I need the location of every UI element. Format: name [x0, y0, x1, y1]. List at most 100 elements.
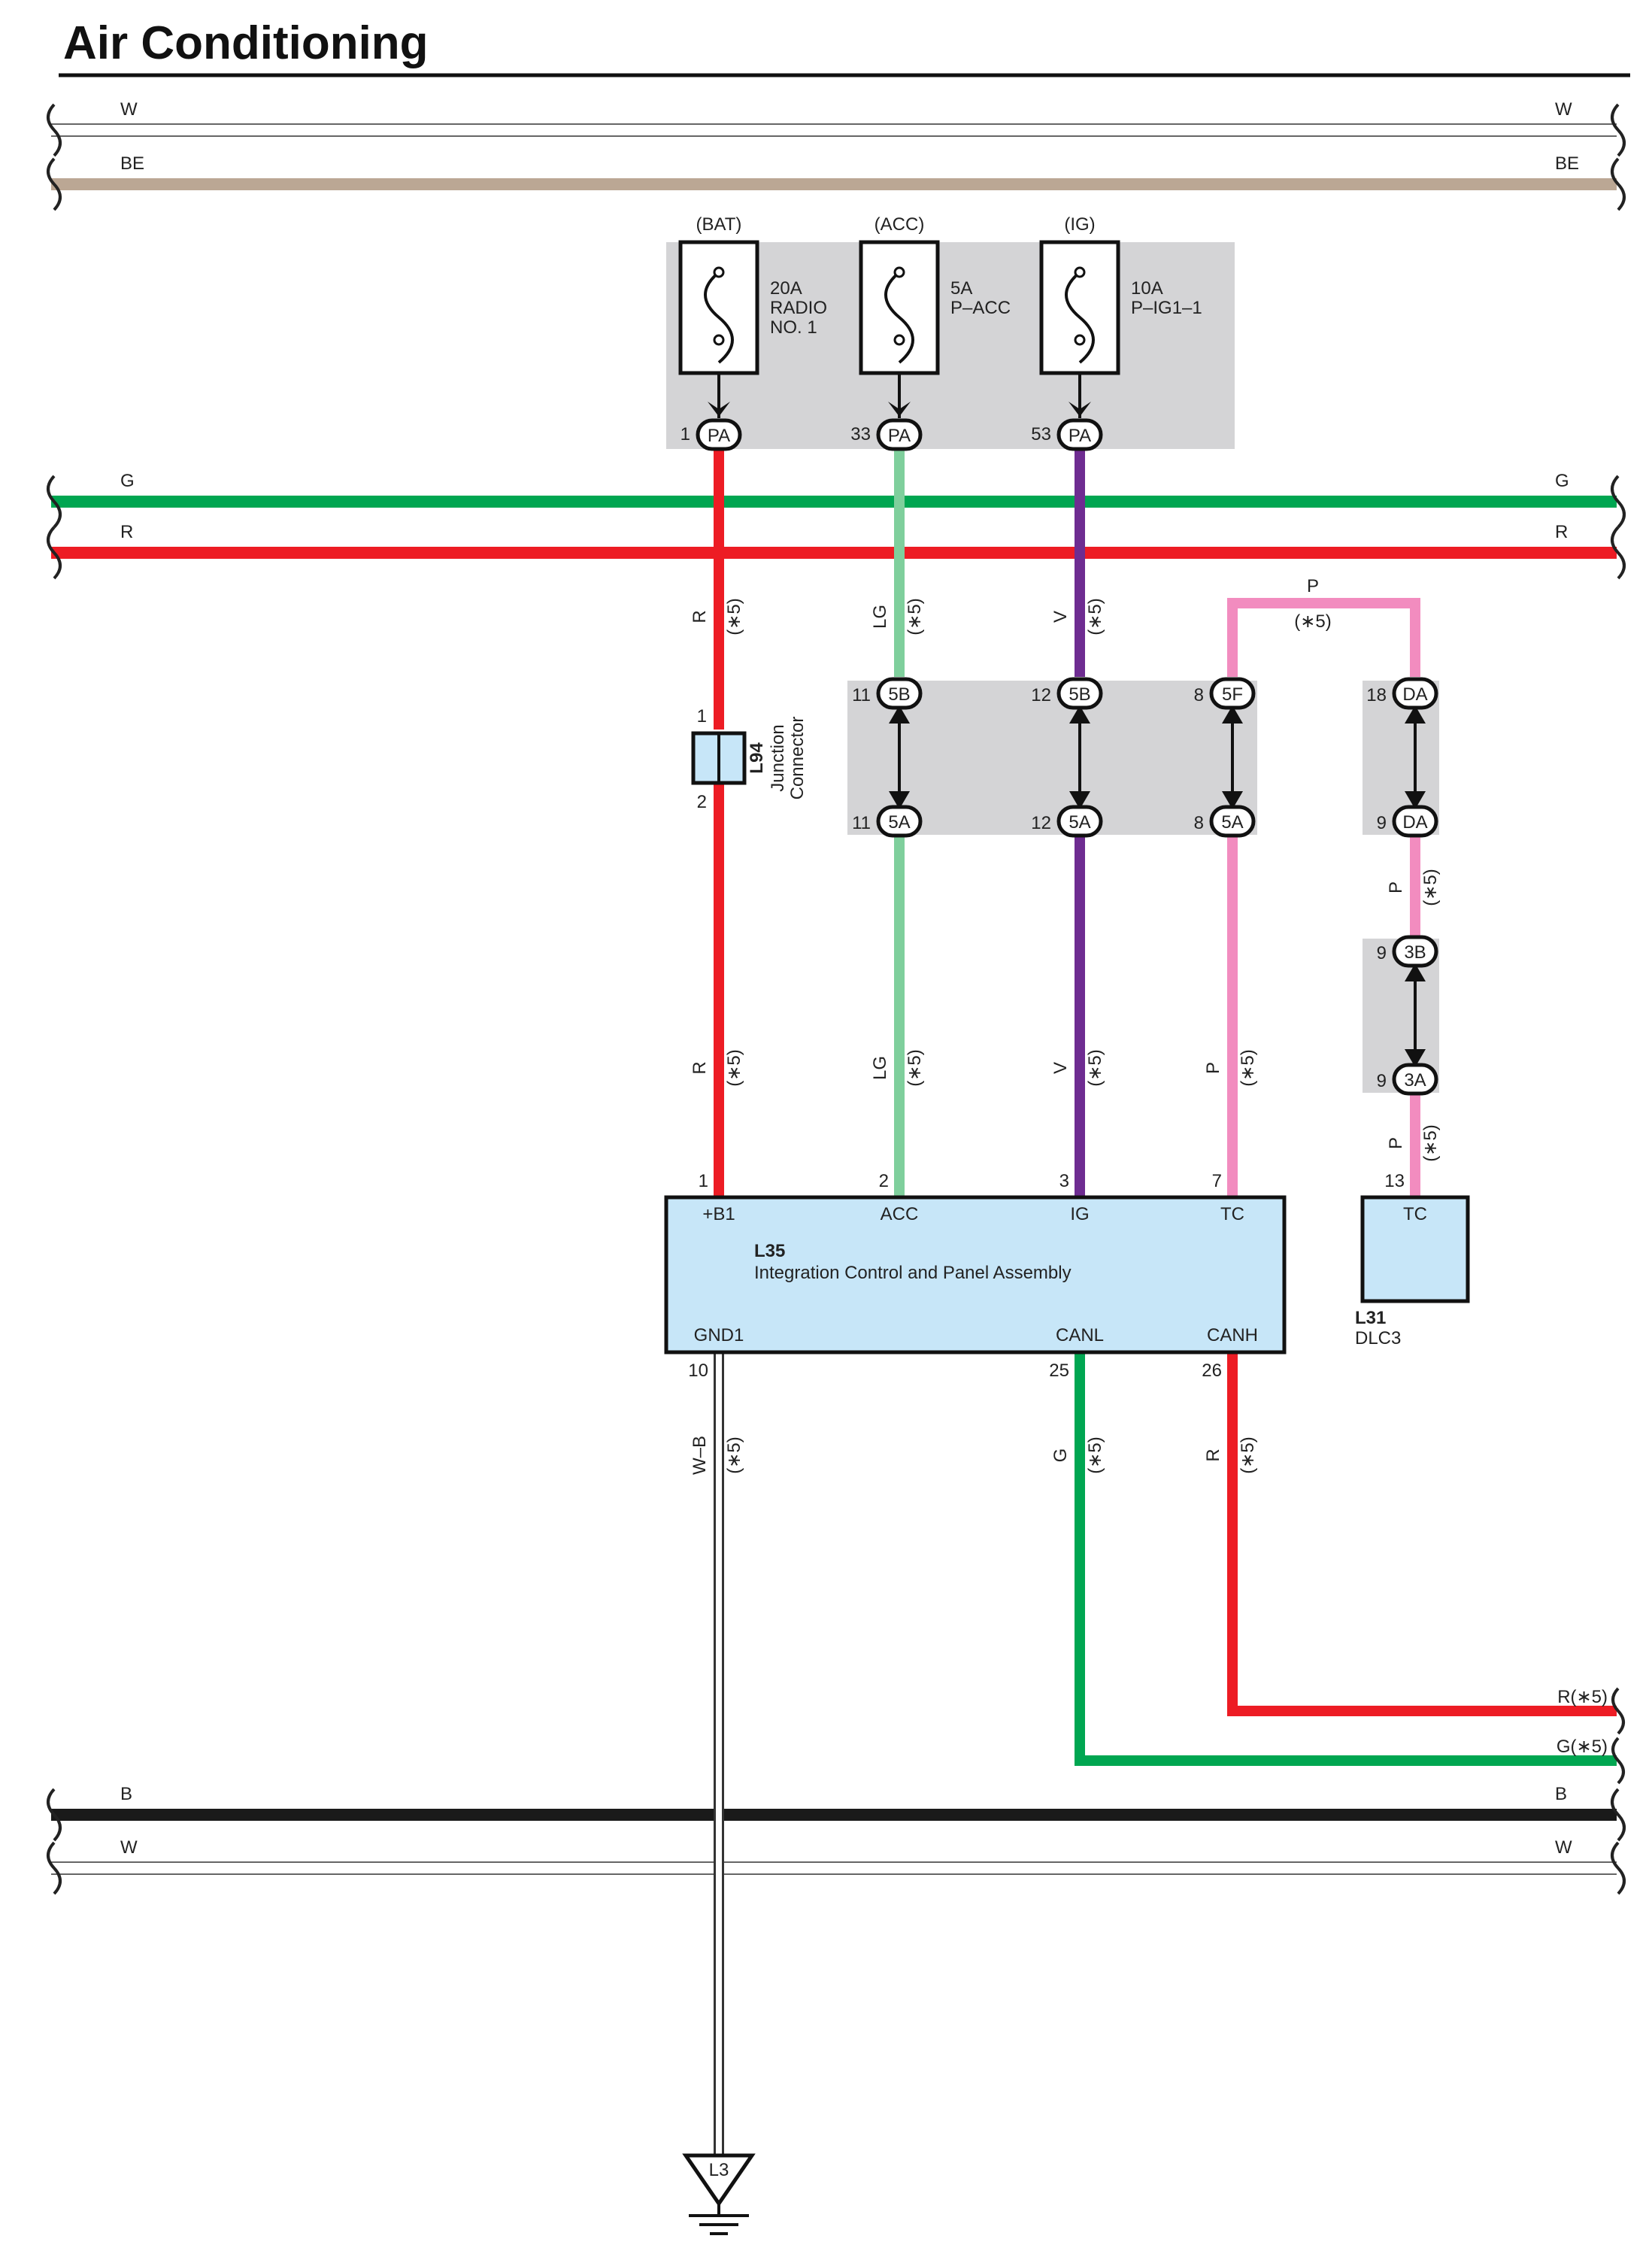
fuse-2-name-1: P–IG1–1 — [1131, 298, 1202, 318]
l35-pin-3-name: IG — [1070, 1204, 1089, 1224]
da-arrow-head-down — [1405, 791, 1426, 809]
label-lg-mid-note: (∗5) — [905, 1049, 925, 1086]
l94-name-2: Connector — [787, 717, 808, 800]
wire-p-loop — [1227, 598, 1420, 677]
fuse-block — [666, 242, 1235, 449]
l94-name-1: Junction — [768, 724, 788, 791]
l35-pin-26-num: 26 — [1202, 1361, 1222, 1381]
j5-2-bottom-label: 5A — [1221, 812, 1243, 833]
bus-top-3-label-right: R — [1555, 522, 1568, 542]
label-lg-mid-color: LG — [870, 1056, 890, 1080]
ground-triangle — [682, 2153, 756, 2207]
fuse-0-rating: 20A — [770, 278, 802, 299]
j5-1-bottom — [1056, 805, 1103, 838]
j5-2-pin-top: 8 — [1194, 685, 1204, 705]
l35-pin-10-name: GND1 — [694, 1325, 744, 1345]
fuse-2-rating: 10A — [1131, 278, 1163, 299]
da-top — [1392, 677, 1438, 710]
fuse-1-term-top — [893, 266, 905, 278]
j3-top — [1392, 935, 1438, 968]
j5-1-top — [1056, 677, 1103, 710]
l31-name: DLC3 — [1355, 1328, 1401, 1348]
label-r-mid-note: (∗5) — [724, 1049, 744, 1086]
da-top-label: DA — [1402, 684, 1427, 705]
can-label-g: G(∗5) — [1557, 1737, 1608, 1757]
fuse-2-body — [1039, 240, 1120, 375]
label-r-can-note: (∗5) — [1238, 1436, 1258, 1473]
l35-name: Integration Control and Panel Assembly — [754, 1263, 1072, 1283]
fuse-1-pin: 33 — [850, 424, 871, 444]
l35-pin-2-name: ACC — [881, 1204, 919, 1224]
label-p-dlc-a-color: P — [1386, 881, 1406, 893]
fuse-2-pin: 53 — [1031, 424, 1051, 444]
fuse-0-name-2: NO. 1 — [770, 317, 817, 338]
fuse-1-body — [859, 240, 940, 375]
label-p-mid-color: P — [1203, 1062, 1223, 1074]
l35-pin-1-name: +B1 — [702, 1204, 735, 1224]
j5-2-arrow-head-down — [1222, 791, 1243, 809]
fuse-1-rating: 5A — [950, 278, 972, 299]
bus-top-0-label-right: W — [1555, 99, 1572, 120]
l35-pin-7-name: TC — [1220, 1204, 1244, 1224]
can-label-r: R(∗5) — [1557, 1687, 1608, 1707]
j5-0-arrow-head-down — [889, 791, 910, 809]
label-v-mid-color: V — [1050, 1062, 1071, 1074]
bus-bottom-1-break-right — [1611, 1841, 1626, 1895]
da-bottom-label: DA — [1402, 812, 1427, 833]
fuse-0-term-top — [713, 266, 725, 278]
j5-1-arrow-head-up — [1069, 705, 1090, 724]
j3-pin-top: 9 — [1377, 943, 1387, 963]
bus-top-2-label-right: G — [1555, 471, 1569, 491]
label-wb-gnd-note: (∗5) — [724, 1436, 744, 1473]
l31-body — [1360, 1195, 1470, 1303]
bus-top-2-break-left — [47, 475, 62, 529]
fuse-2-connector — [1056, 418, 1103, 451]
j5-0-top — [876, 677, 923, 710]
page-title: Air Conditioning — [63, 17, 429, 69]
fuse-0-arrow — [708, 402, 730, 417]
l94-pin-bottom: 2 — [697, 792, 707, 812]
j5-2-arrow-head-up — [1222, 705, 1243, 724]
label-r-mid-color: R — [690, 1061, 710, 1074]
label-g-can-color: G — [1050, 1449, 1071, 1463]
label-p-dlc-b-note: (∗5) — [1420, 1124, 1441, 1161]
j5-0-top-label: 5B — [888, 684, 910, 705]
label-v-top-color: V — [1050, 611, 1071, 623]
j5-2-bottom — [1209, 805, 1256, 838]
l35-body — [664, 1195, 1287, 1354]
bus-bottom-0-label-right: B — [1555, 1784, 1567, 1804]
fuse-2-arrow — [1068, 402, 1091, 417]
label-v-top-note: (∗5) — [1085, 598, 1105, 635]
fuse-1-connector-label: PA — [888, 426, 911, 446]
j3-arrow-head-up — [1405, 963, 1426, 981]
label-r-top-color: R — [690, 610, 710, 623]
label-p-dlc-b-color: P — [1386, 1137, 1406, 1149]
bus-bottom-1-label-left: W — [120, 1837, 138, 1858]
fuse-2-connector-label: PA — [1068, 426, 1091, 446]
j5-0-pin-bottom: 11 — [852, 813, 871, 833]
bus-top-1-break-right — [1611, 157, 1626, 211]
fuse-1-term-bottom — [893, 334, 905, 346]
bus-top-0-break-right — [1611, 103, 1626, 157]
bus-top-3-break-left — [47, 526, 62, 580]
l35-pin-2-num: 2 — [879, 1171, 889, 1191]
bus-top-2-break-right — [1611, 475, 1626, 529]
bus-bottom-1-label-right: W — [1555, 1837, 1572, 1858]
label-wb-gnd-color: W–B — [690, 1436, 710, 1475]
bus-bottom-0-break-right — [1611, 1788, 1626, 1842]
bus-top-0-label-left: W — [120, 99, 138, 120]
bus-top-1-label-left: BE — [120, 153, 144, 174]
label-g-can-note: (∗5) — [1085, 1436, 1105, 1473]
bus-top-3-break-right — [1611, 526, 1626, 580]
label-r-can-color: R — [1203, 1449, 1223, 1461]
j5-2-top-label: 5F — [1222, 684, 1243, 705]
da-arrow-head-up — [1405, 705, 1426, 724]
l35-pin-26-name: CANH — [1207, 1325, 1258, 1345]
fuse-2-source: (IG) — [1064, 214, 1095, 235]
fuse-1-arrow — [888, 402, 911, 417]
ground-code: L3 — [709, 2160, 729, 2180]
j3-arrow-head-down — [1405, 1049, 1426, 1067]
j5-1-top-label: 5B — [1068, 684, 1090, 705]
label-p-mid-note: (∗5) — [1238, 1049, 1258, 1086]
l94-code: L94 — [747, 742, 767, 774]
